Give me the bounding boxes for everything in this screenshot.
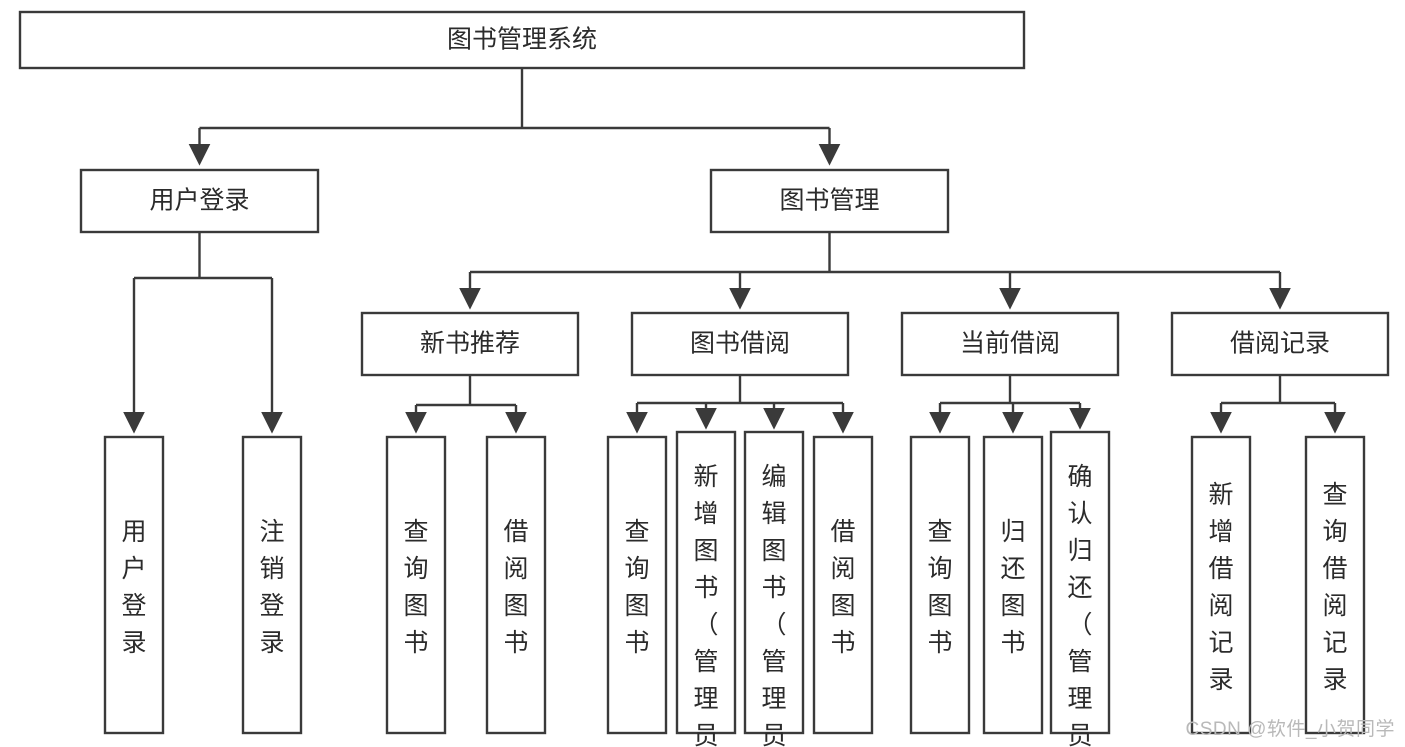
- node-leaf-add-borrow-record[interactable]: 新增借阅记录: [1190, 435, 1252, 735]
- node-leaf-query-book-3[interactable]: 查询图书: [909, 435, 971, 735]
- node-leaf-confirm-return-admin-box[interactable]: [1049, 430, 1111, 735]
- node-user-login-box[interactable]: [79, 168, 320, 234]
- node-leaf-query-book-1-label: 查询图书: [403, 518, 428, 657]
- node-leaf-query-book-1[interactable]: 查询图书: [385, 435, 447, 735]
- node-root-box[interactable]: [18, 10, 1026, 70]
- node-leaf-add-book-admin-box[interactable]: [675, 430, 737, 735]
- node-leaf-borrow-book-2-box[interactable]: [812, 435, 874, 735]
- node-leaf-query-book-2-box[interactable]: [606, 435, 668, 735]
- node-leaf-query-borrow-record-box[interactable]: [1304, 435, 1366, 735]
- node-root-label: 图书管理系统: [447, 26, 597, 54]
- node-leaf-return-book[interactable]: 归还图书: [982, 435, 1044, 735]
- node-book-manage-box[interactable]: [709, 168, 950, 234]
- node-borrow-record[interactable]: 借阅记录: [1170, 311, 1390, 377]
- node-leaf-return-book-label: 归还图书: [1000, 518, 1025, 657]
- edges-current-borrow-to-leaves: [929, 375, 1091, 434]
- node-leaf-confirm-return-admin[interactable]: 确认归还（管理员）: [1049, 430, 1111, 747]
- edges-book-borrow-to-leaves: [626, 375, 854, 434]
- node-new-book-recommend[interactable]: 新书推荐: [360, 311, 580, 377]
- node-leaf-edit-book-admin-box[interactable]: [743, 430, 805, 735]
- node-leaf-user-login-box[interactable]: [103, 435, 165, 735]
- node-book-manage[interactable]: 图书管理: [709, 168, 950, 234]
- node-leaf-borrow-book-1[interactable]: 借阅图书: [485, 435, 547, 735]
- node-leaf-edit-book-admin-label: 编辑图书（管理员）: [761, 463, 786, 747]
- edges-book-manage-to-level2: [459, 232, 1291, 310]
- node-leaf-add-borrow-record-box[interactable]: [1190, 435, 1252, 735]
- node-leaf-query-book-2[interactable]: 查询图书: [606, 435, 668, 735]
- node-user-login-label: 用户登录: [149, 187, 249, 215]
- node-leaf-user-login[interactable]: 用户登录: [103, 435, 165, 735]
- node-leaf-query-book-3-box[interactable]: [909, 435, 971, 735]
- node-leaf-query-book-1-box[interactable]: [385, 435, 447, 735]
- node-current-borrow-box[interactable]: [900, 311, 1120, 377]
- edges-new-book-recommend-to-leaves: [405, 375, 527, 434]
- node-leaf-user-logout-box[interactable]: [241, 435, 303, 735]
- node-new-book-recommend-label: 新书推荐: [420, 330, 520, 358]
- node-borrow-record-label: 借阅记录: [1230, 330, 1330, 358]
- node-root[interactable]: 图书管理系统: [18, 10, 1026, 70]
- node-leaf-confirm-return-admin-label: 确认归还（管理员）: [1067, 463, 1092, 747]
- node-book-borrow-box[interactable]: [630, 311, 850, 377]
- node-leaf-borrow-book-2[interactable]: 借阅图书: [812, 435, 874, 735]
- node-leaf-edit-book-admin[interactable]: 编辑图书（管理员）: [743, 430, 805, 747]
- node-leaf-borrow-book-2-label: 借阅图书: [830, 518, 855, 657]
- node-current-borrow-label: 当前借阅: [960, 330, 1060, 358]
- node-borrow-record-box[interactable]: [1170, 311, 1390, 377]
- node-current-borrow[interactable]: 当前借阅: [900, 311, 1120, 377]
- edges-root-to-level1: [188, 68, 841, 166]
- node-leaf-user-login-label: 用户登录: [121, 518, 146, 657]
- node-leaf-query-book-3-label: 查询图书: [927, 518, 952, 657]
- node-user-login[interactable]: 用户登录: [79, 168, 320, 234]
- node-book-borrow[interactable]: 图书借阅: [630, 311, 850, 377]
- node-new-book-recommend-box[interactable]: [360, 311, 580, 377]
- node-book-borrow-label: 图书借阅: [690, 330, 790, 358]
- node-leaf-borrow-book-1-label: 借阅图书: [503, 518, 528, 657]
- node-book-manage-label: 图书管理: [779, 187, 879, 215]
- node-leaf-add-book-admin-label: 新增图书（管理员）: [693, 463, 718, 747]
- node-leaf-user-logout[interactable]: 注销登录: [241, 435, 303, 735]
- node-leaf-add-book-admin[interactable]: 新增图书（管理员）: [675, 430, 737, 747]
- node-leaf-add-borrow-record-label: 新增借阅记录: [1208, 481, 1233, 694]
- node-leaf-query-borrow-record-label: 查询借阅记录: [1322, 481, 1347, 694]
- node-leaf-query-borrow-record[interactable]: 查询借阅记录: [1304, 435, 1366, 735]
- edges-borrow-record-to-leaves: [1210, 375, 1346, 434]
- node-leaf-borrow-book-1-box[interactable]: [485, 435, 547, 735]
- csdn-watermark: CSDN @软件_小贺同学: [1185, 719, 1395, 740]
- edges-user-login-to-leaves: [123, 232, 283, 434]
- node-leaf-return-book-box[interactable]: [982, 435, 1044, 735]
- node-leaf-user-logout-label: 注销登录: [259, 518, 284, 657]
- leaf-node-layer: 用户登录 注销登录 查询图书 借阅图书 查询图书 新增图书（管理员） 编辑图书（管理员） 借阅…: [103, 430, 1366, 747]
- node-leaf-query-book-2-label: 查询图书: [624, 518, 649, 657]
